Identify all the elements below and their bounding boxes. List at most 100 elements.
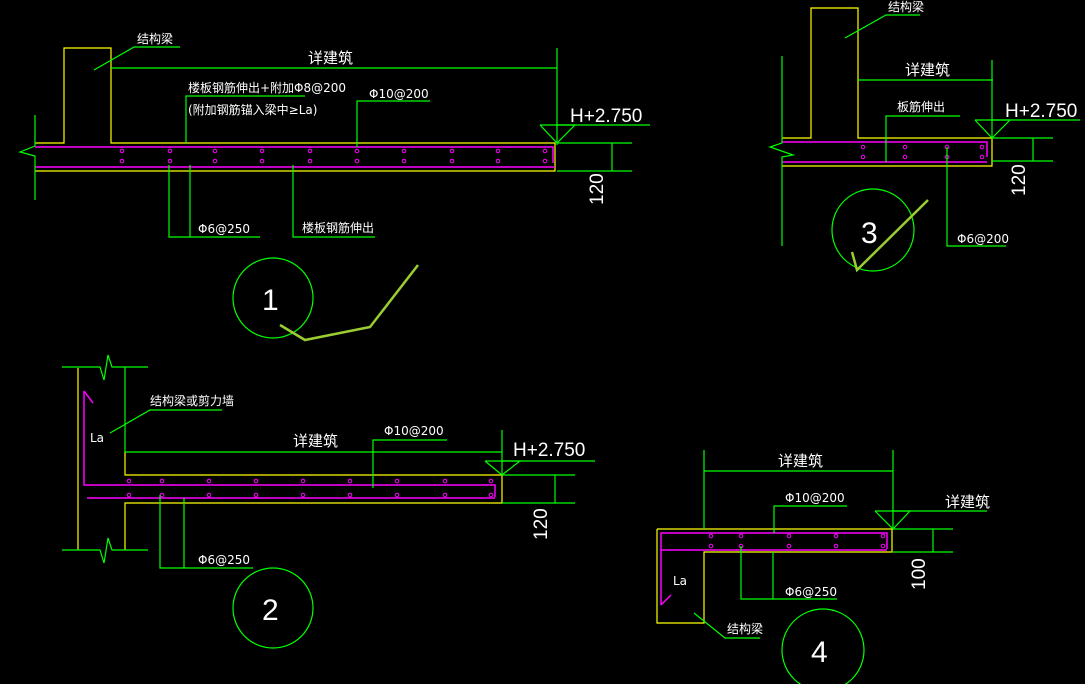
rebar-dot (167, 158, 173, 164)
rebar-note-leader (885, 115, 960, 162)
rebar-dot (119, 148, 125, 154)
rebar-dot (449, 158, 455, 164)
rebar-dot (449, 148, 455, 154)
rebar-dot (488, 492, 494, 498)
rebar-dot (354, 158, 360, 164)
rebar-dots (708, 533, 886, 549)
break-line (768, 56, 796, 246)
rebar-dot (354, 148, 360, 154)
rebar-dot (394, 492, 400, 498)
rebar-dot (860, 154, 866, 160)
rebar-dot (401, 148, 407, 154)
rebar-dot (902, 144, 908, 150)
detail-3: 结构梁 详建筑 板筋伸出 H+2.750 120 Φ6@200 3 (768, 0, 1080, 273)
beam-leader (93, 46, 180, 71)
rebar-dot (300, 492, 306, 498)
rebar-dot (394, 478, 400, 484)
beam-slab-outline (656, 528, 893, 624)
rebar-dot (259, 158, 265, 164)
elevation-label: 详建筑 (945, 493, 990, 511)
width-label: 详建筑 (308, 49, 353, 67)
bottom-rebar-leader (168, 165, 260, 238)
elevation-label: H+2.750 (513, 440, 585, 461)
thickness-label: 120 (587, 173, 608, 205)
width-label: 详建筑 (293, 432, 338, 450)
beam-leader (693, 612, 760, 639)
rebar-dot (979, 144, 985, 150)
rebar-dot (488, 478, 494, 484)
rebar-dot (126, 492, 132, 498)
rebar-dots (860, 144, 985, 160)
rebar-dot (442, 478, 448, 484)
rebar-dot (159, 478, 165, 484)
rebar-dot (167, 148, 173, 154)
bottom-rebar-leader (946, 147, 1006, 247)
rebar-dot (708, 533, 714, 539)
rebar-note-1: 楼板钢筋伸出+附加Φ8@200 (188, 80, 346, 95)
elevation-marker (874, 510, 912, 530)
wall-leader (109, 409, 222, 434)
bottom-rebar-label: Φ6@200 (957, 232, 1009, 246)
beam-label: 结构梁 (137, 31, 173, 46)
rebar-dot (786, 543, 792, 549)
rebar-dot (206, 478, 212, 484)
rebar-dot (860, 144, 866, 150)
top-rebar-label: Φ10@200 (785, 491, 845, 505)
rebar-note-2: (附加钢筋锚入梁中≥La) (188, 102, 317, 117)
check-mark (279, 264, 419, 342)
break-line (18, 115, 36, 200)
rebar-dot (495, 158, 501, 164)
detail-number-circle (831, 188, 915, 272)
rebar-dot (708, 543, 714, 549)
rebar-dot (212, 148, 218, 154)
detail-1: 结构梁 详建筑 楼板钢筋伸出+附加Φ8@200 (附加钢筋锚入梁中≥La) Φ1… (18, 31, 650, 342)
rebar-dot (300, 478, 306, 484)
thickness-label: 120 (531, 508, 552, 540)
detail-4: 详建筑 Φ10@200 详建筑 La 100 Φ6@250 结构梁 4 (656, 450, 990, 684)
rebar-dot (880, 533, 886, 539)
wall-label: 结构梁或剪力墙 (150, 393, 234, 408)
anchor-label: La (90, 431, 104, 445)
top-rebar-label: Φ10@200 (369, 87, 429, 101)
slab-outline (124, 452, 503, 550)
rebar-dot (253, 478, 259, 484)
detail-number: 4 (811, 636, 828, 669)
top-rebar (83, 391, 496, 497)
width-label: 详建筑 (905, 61, 950, 79)
detail-number: 3 (861, 217, 878, 250)
bottom-note-label: 楼板钢筋伸出 (302, 220, 374, 235)
beam-label: 结构梁 (727, 621, 763, 636)
hook (660, 594, 672, 606)
detail-number-circle (232, 567, 314, 649)
detail-number-circle (781, 608, 865, 684)
bottom-rebar-label: Φ6@250 (785, 585, 837, 599)
top-rebar (660, 532, 888, 605)
rebar-dot (206, 492, 212, 498)
rebar-note-leader (185, 95, 305, 143)
bottom-rebar-label: Φ6@250 (198, 222, 250, 236)
break-line-bottom (62, 537, 148, 564)
beam-label: 结构梁 (888, 0, 924, 14)
top-rebar (35, 146, 554, 163)
rebar-dot (401, 158, 407, 164)
rebar-dot (542, 158, 548, 164)
check-mark (850, 199, 929, 273)
hook (83, 390, 94, 404)
width-label: 详建筑 (778, 452, 823, 470)
rebar-dot (979, 154, 985, 160)
rebar-dot (347, 492, 353, 498)
top-rebar-leader (356, 100, 430, 147)
rebar-dot (347, 478, 353, 484)
rebar-dot (307, 158, 313, 164)
rebar-dot (212, 158, 218, 164)
rebar-dot (119, 158, 125, 164)
bottom-note-leader (292, 165, 375, 238)
rebar-dot (126, 478, 132, 484)
thickness-label: 120 (1009, 164, 1030, 196)
elevation-label: H+2.750 (1005, 101, 1077, 122)
anchor-label: La (673, 574, 687, 588)
rebar-dot (259, 148, 265, 154)
detail-number-circle (232, 257, 314, 339)
beam-leader (844, 14, 920, 39)
